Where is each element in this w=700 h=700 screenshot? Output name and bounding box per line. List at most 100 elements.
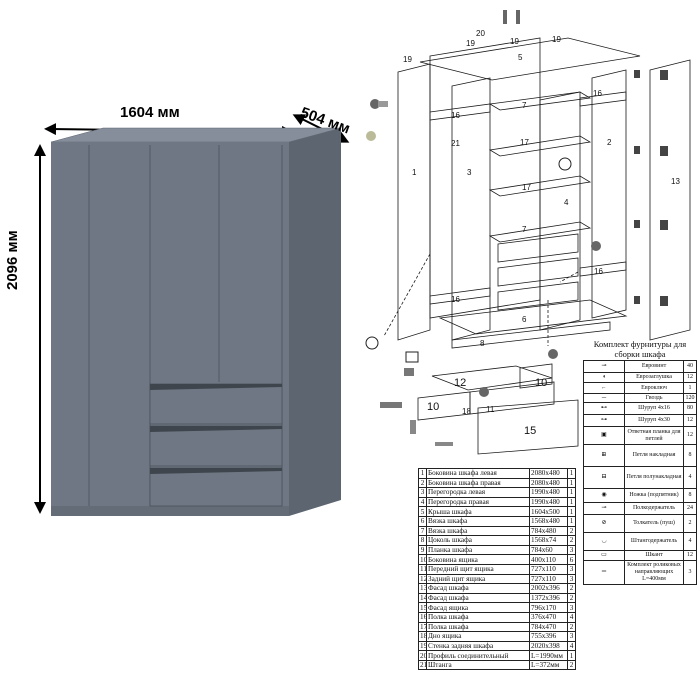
part-shelf: [488, 175, 592, 197]
push-icon: ⊘: [583, 514, 625, 533]
part-no: 2: [418, 477, 427, 489]
part-shelf: [488, 135, 592, 157]
part-qty: 1: [567, 506, 576, 517]
part-qty: 2: [567, 592, 576, 604]
part-number-label: 10: [427, 401, 439, 413]
part-size: 1990х480: [529, 487, 568, 498]
part-no: 19: [418, 640, 427, 652]
part-number-label: 1: [412, 168, 417, 177]
part-name: Полка шкафа: [426, 611, 530, 623]
part-qty: 3: [567, 563, 576, 575]
part-size: 2002х396: [529, 583, 568, 594]
hardware-qty: 12: [683, 414, 697, 427]
part-qty: 2: [567, 659, 576, 671]
part-no: 16: [418, 611, 427, 623]
part-number-label: 16: [451, 295, 460, 304]
part-no: 5: [418, 506, 427, 517]
part-back-wall: [429, 37, 541, 319]
part-number-label: 19: [510, 37, 519, 46]
part-size: 400х110: [529, 554, 568, 565]
part-qty: 1: [567, 496, 576, 508]
part-name: Перегородка правая: [426, 496, 530, 508]
part-drawer: [497, 233, 579, 263]
part-number-label: 11: [486, 405, 495, 414]
hardware-qty: 8: [683, 444, 697, 467]
wardrobe-side: [289, 128, 341, 516]
part-qty: 3: [567, 544, 576, 556]
part-no: 14: [418, 592, 427, 604]
part-size: 1372х396: [529, 592, 568, 604]
hardware-name: Штангодержатель: [624, 532, 684, 551]
hardware-qty: 4: [683, 466, 697, 489]
hardware-qty: 120: [683, 393, 697, 403]
drawer-front: [149, 467, 283, 507]
part-qty: 2: [567, 525, 576, 537]
part-shelf: [488, 221, 592, 243]
part-no: 1: [418, 468, 427, 479]
part-qty: 1: [567, 487, 576, 498]
part-name: Задний щит ящика: [426, 573, 530, 585]
part-number-label: 19: [403, 55, 412, 64]
part-name: Фасад шкафа: [426, 583, 530, 594]
part-no: 18: [418, 631, 427, 642]
hardware-name: Шуруп 4х16: [624, 402, 684, 415]
part-qty: 3: [567, 631, 576, 642]
part-name: Стенка задняя шкафа: [426, 640, 530, 652]
part-qty: 1: [567, 468, 576, 479]
part-roof: [419, 37, 641, 81]
hardware-name: Ответная планка для петлей: [624, 426, 684, 445]
hardware-name: Гвоздь: [624, 393, 684, 403]
part-size: 784х480: [529, 525, 568, 537]
part-number-label: 19: [552, 35, 561, 44]
hardware-qty: 12: [683, 426, 697, 445]
part-no: 13: [418, 583, 427, 594]
part-number-label: 19: [466, 39, 475, 48]
part-name: Штанга: [426, 659, 530, 671]
hinge-half-icon: ⊟: [583, 466, 625, 489]
part-no: 10: [418, 554, 427, 565]
part-no: 6: [418, 515, 427, 527]
part-number-label: 8: [480, 339, 485, 348]
part-name: Цоколь шкафа: [426, 535, 530, 546]
part-name: Передний щит ящика: [426, 563, 530, 575]
hardware-name: Шкант: [624, 550, 684, 561]
assembly-hardware-icons: [365, 10, 668, 446]
part-size: 2080х480: [529, 477, 568, 489]
part-no: 15: [418, 602, 427, 613]
screw-short-icon: ⊷: [583, 402, 625, 415]
dowel-icon: ▭: [583, 550, 625, 561]
part-shelf: [488, 91, 592, 111]
part-size: 784х470: [529, 621, 568, 633]
part-qty: 1: [567, 515, 576, 527]
drawer-facade: [477, 399, 579, 455]
part-number-label: 16: [451, 111, 460, 120]
height-dimension-label: 2096 мм: [4, 230, 21, 290]
part-size: 796х170: [529, 602, 568, 613]
hardware-qty: 3: [683, 560, 697, 585]
part-number-label: 2: [607, 138, 612, 147]
part-number-label: 4: [564, 198, 569, 207]
part-no: 20: [418, 650, 427, 661]
hardware-name: Полкодержатель: [624, 502, 684, 515]
hardware-name: Комплект роликовых направляющих L=400мм: [624, 560, 684, 585]
part-number-label: 10: [535, 377, 547, 389]
part-qty: 1: [567, 650, 576, 661]
hinge-plate-icon: ▣: [583, 426, 625, 445]
list-item: ◉Ножка (подпятник)8: [583, 488, 697, 503]
part-no: 9: [418, 544, 427, 556]
exploded-view: [383, 37, 691, 455]
